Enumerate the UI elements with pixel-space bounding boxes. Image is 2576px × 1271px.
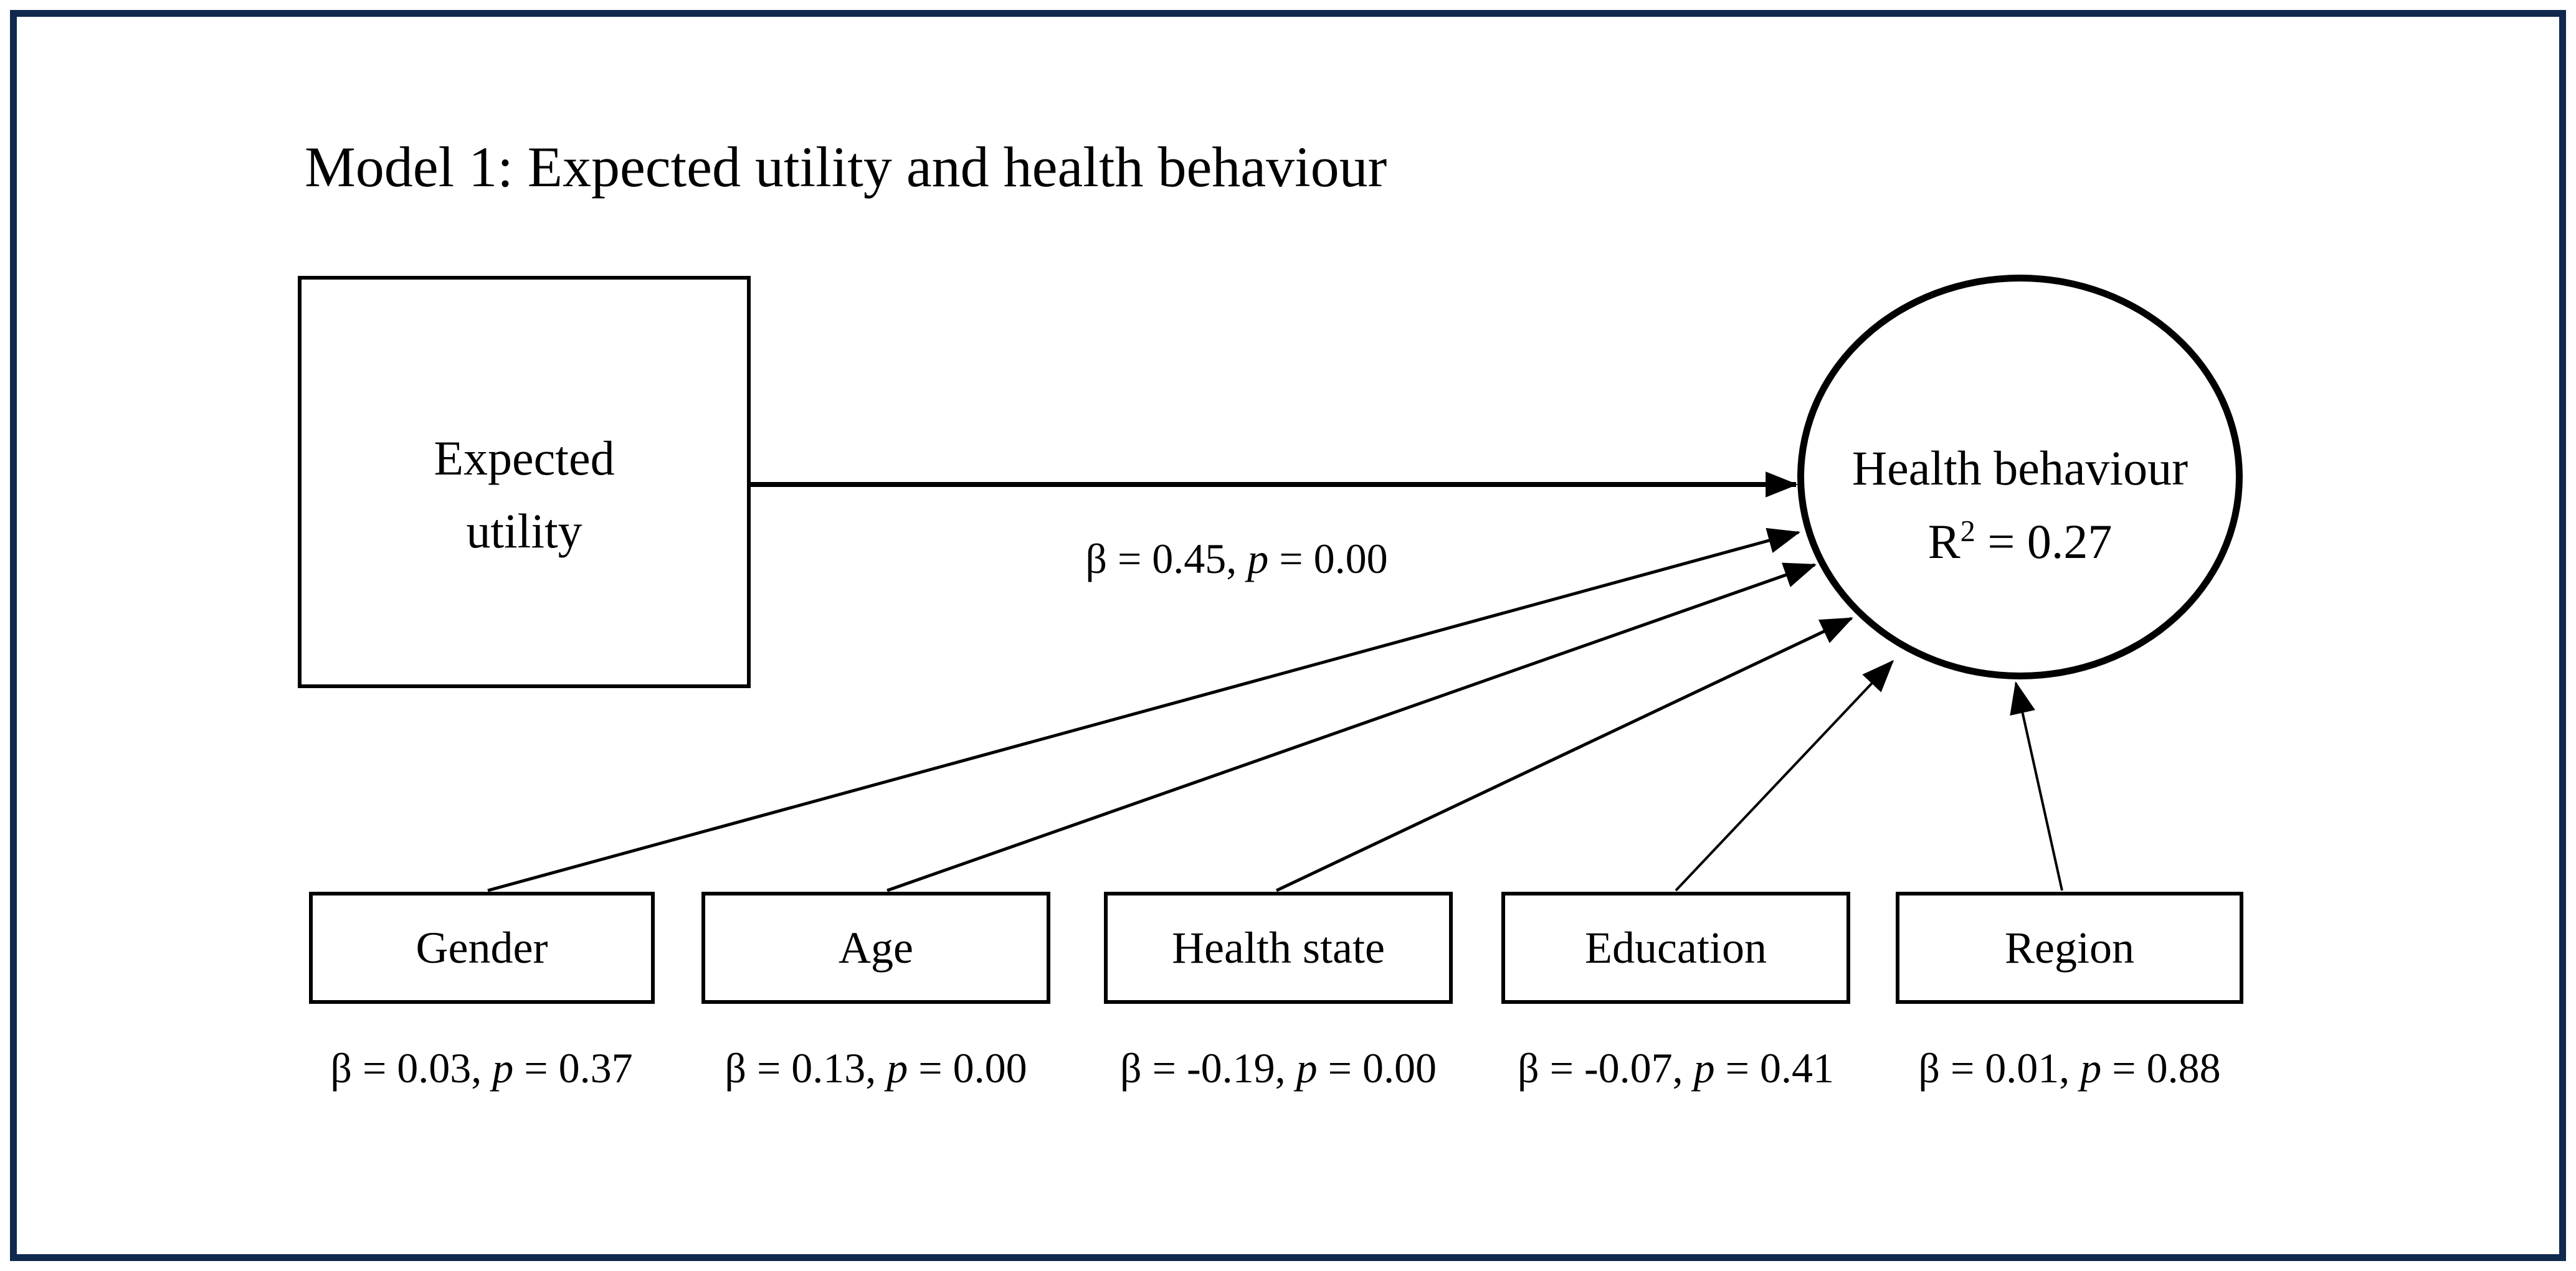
beta-value: β = 0.13, — [725, 1044, 887, 1092]
node-health-behaviour-label: Health behaviour — [1851, 441, 2189, 495]
coefficient-region: β = 0.01, p = 0.88 — [1820, 1044, 2319, 1093]
coefficient-education: β = -0.07, p = 0.41 — [1427, 1044, 1925, 1093]
r-squared-value: R2 = 0.27 — [1928, 514, 2113, 570]
node-education: Education — [1501, 892, 1850, 1004]
node-health-state-label: Health state — [1172, 922, 1385, 973]
p-symbol: p — [1247, 535, 1269, 582]
node-age-label: Age — [839, 922, 913, 973]
p-value: = 0.88 — [2101, 1044, 2221, 1092]
coefficient-gender: β = 0.03, p = 0.37 — [232, 1044, 731, 1093]
p-symbol: p — [492, 1044, 514, 1092]
p-value: = 0.00 — [1268, 535, 1388, 582]
node-education-label: Education — [1585, 922, 1767, 973]
p-value: = 0.37 — [513, 1044, 633, 1092]
figure-title: Model 1: Expected utility and health beh… — [305, 135, 1387, 199]
node-age: Age — [701, 892, 1050, 1004]
r-squared-base: R — [1927, 514, 1961, 569]
p-value: = 0.00 — [908, 1044, 1027, 1092]
node-region-label: Region — [2005, 922, 2134, 973]
beta-value: β = -0.07, — [1518, 1044, 1694, 1092]
node-health-behaviour: Health behaviour R2 = 0.27 — [1797, 275, 2243, 679]
beta-value: β = -0.19, — [1120, 1044, 1296, 1092]
figure-border — [10, 10, 2566, 1261]
node-expected-utility-label-line1: Expected — [434, 431, 615, 485]
p-symbol: p — [886, 1044, 908, 1092]
node-expected-utility: Expected utility — [298, 276, 751, 688]
p-symbol: p — [1296, 1044, 1318, 1092]
node-gender: Gender — [309, 892, 655, 1004]
p-symbol: p — [2080, 1044, 2102, 1092]
beta-value: β = 0.45, — [1085, 535, 1248, 582]
p-value: = 0.41 — [1714, 1044, 1834, 1092]
p-value: = 0.00 — [1317, 1044, 1437, 1092]
p-symbol: p — [1693, 1044, 1715, 1092]
node-health-state: Health state — [1104, 892, 1453, 1004]
node-expected-utility-label-line2: utility — [466, 504, 582, 558]
coefficient-health-state: β = -0.19, p = 0.00 — [1029, 1044, 1528, 1093]
node-region: Region — [1896, 892, 2243, 1004]
r-squared-rest: = 0.27 — [1975, 514, 2113, 569]
coefficient-expected-utility: β = 0.45, p = 0.00 — [987, 534, 1486, 584]
coefficient-age: β = 0.13, p = 0.00 — [627, 1044, 1125, 1093]
node-gender-label: Gender — [416, 922, 548, 973]
beta-value: β = 0.03, — [330, 1044, 493, 1092]
beta-value: β = 0.01, — [1918, 1044, 2081, 1092]
r-squared-exponent: 2 — [1960, 515, 1975, 548]
